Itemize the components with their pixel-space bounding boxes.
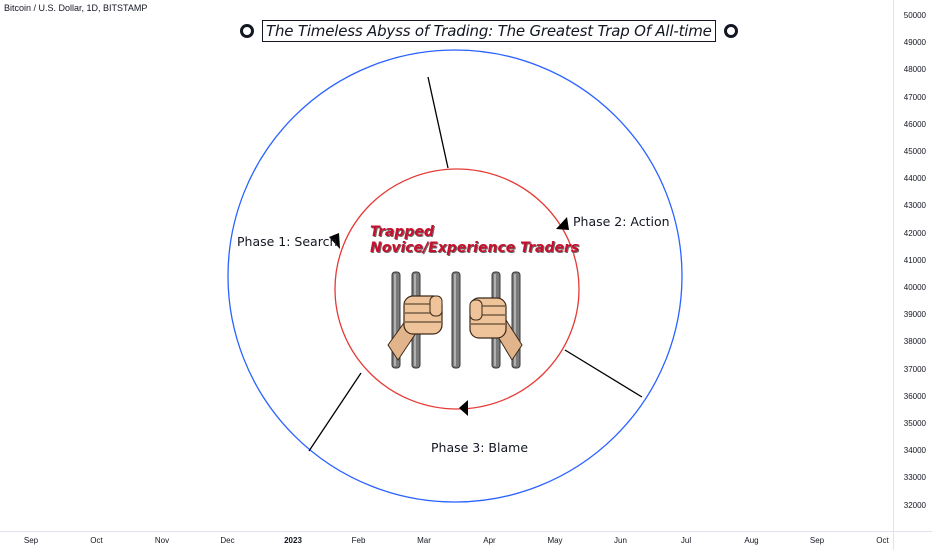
price-tick-label: 49000 bbox=[903, 38, 926, 48]
time-tick-label: Sep bbox=[809, 536, 825, 545]
circle-bullet-icon bbox=[240, 24, 254, 38]
price-tick-label: 33000 bbox=[903, 473, 926, 483]
inner-circle[interactable] bbox=[334, 168, 580, 410]
price-tick-label: 46000 bbox=[903, 119, 926, 129]
time-tick-label: Oct bbox=[90, 536, 103, 545]
price-tick-label: 50000 bbox=[903, 11, 926, 20]
price-tick-label: 47000 bbox=[903, 92, 926, 102]
time-tick-label: Apr bbox=[483, 536, 496, 545]
time-tick-label: 2023 bbox=[284, 536, 302, 545]
divider-line-top[interactable] bbox=[427, 76, 449, 169]
circle-bullet-icon bbox=[723, 24, 738, 38]
title-annotation[interactable]: The Timeless Abyss of Trading: The Great… bbox=[240, 19, 738, 43]
price-tick-label: 48000 bbox=[903, 65, 926, 75]
triangle-arrow-icon bbox=[329, 233, 340, 249]
price-tick-label: 40000 bbox=[903, 283, 926, 292]
time-tick-label: Jul bbox=[680, 536, 692, 545]
price-tick-label: 45000 bbox=[903, 147, 926, 156]
time-tick-label: Nov bbox=[154, 536, 170, 545]
price-tick-label: 42000 bbox=[903, 228, 926, 238]
price-tick-label: 38000 bbox=[903, 337, 926, 347]
time-tick-label: Sep bbox=[23, 536, 39, 545]
time-tick-label: Jun bbox=[614, 536, 627, 545]
price-tick-label: 44000 bbox=[903, 174, 926, 184]
time-tick-label: Oct bbox=[876, 536, 889, 545]
triangle-arrow-icon bbox=[556, 217, 569, 230]
time-axis[interactable]: Sep Oct Nov Dec 2023 Feb Mar Apr May Jun Jul Aug Sep… bbox=[0, 531, 894, 550]
cycle-diagram bbox=[227, 49, 683, 503]
phase-3-label[interactable]: Phase 3: Blame bbox=[431, 440, 529, 455]
price-tick-label: 43000 bbox=[903, 201, 926, 211]
time-tick-label: Mar bbox=[417, 536, 431, 545]
time-tick-label: Dec bbox=[220, 536, 235, 545]
divider-line-right[interactable] bbox=[564, 349, 643, 398]
phase-2-label[interactable]: Phase 2: Action bbox=[573, 214, 670, 229]
price-axis[interactable]: 50000 49000 48000 47000 46000 45000 44000 43000… bbox=[893, 0, 932, 532]
time-tick-label: Feb bbox=[351, 536, 366, 545]
price-tick-label: 34000 bbox=[903, 446, 926, 456]
symbol-label: Bitcoin / U.S. Dollar, 1D, BITSTAMP bbox=[4, 3, 148, 13]
trapped-line-1: Trapped bbox=[370, 224, 434, 240]
trapped-caption[interactable]: Trapped Novice/Experience Traders bbox=[370, 224, 579, 256]
axis-corner bbox=[893, 531, 932, 550]
triangle-arrow-icon bbox=[459, 400, 468, 416]
time-tick-label: May bbox=[547, 536, 563, 545]
phase-1-label[interactable]: Phase 1: Search bbox=[237, 234, 338, 249]
price-tick-label: 32000 bbox=[903, 500, 926, 510]
divider-line-left[interactable] bbox=[308, 372, 362, 452]
price-tick-label: 37000 bbox=[903, 364, 926, 374]
price-tick-label: 41000 bbox=[903, 255, 926, 265]
price-tick-label: 36000 bbox=[903, 391, 926, 401]
time-tick-label: Aug bbox=[744, 536, 759, 545]
price-tick-label: 39000 bbox=[903, 310, 926, 320]
chart-title: The Timeless Abyss of Trading: The Great… bbox=[262, 20, 716, 42]
jail-bars-hands-icon bbox=[387, 271, 523, 369]
trapped-line-2: Novice/Experience Traders bbox=[370, 240, 580, 256]
outer-circle[interactable] bbox=[227, 49, 683, 503]
price-tick-label: 35000 bbox=[903, 419, 926, 428]
